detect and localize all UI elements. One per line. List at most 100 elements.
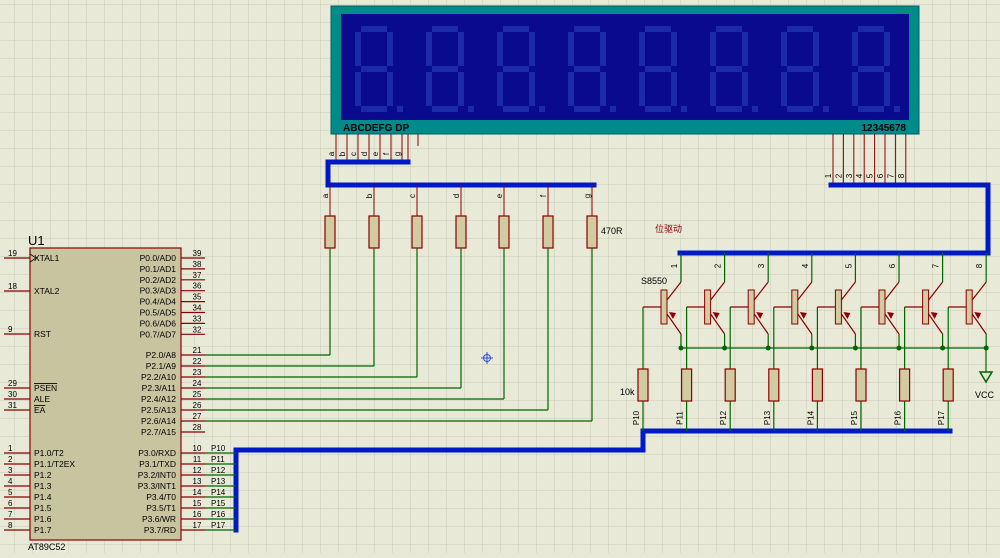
transistor-emitter: [971, 281, 987, 301]
collector-label: 6: [888, 263, 897, 268]
pnp-transistor-icon: [834, 289, 842, 325]
resistor-icon: [768, 368, 780, 402]
pnp-transistor-icon: [965, 289, 973, 325]
chip-pin-number: 8: [8, 521, 13, 530]
chip-pin-name: P1.1/T2EX: [34, 459, 75, 469]
display-segment: [600, 32, 606, 66]
display-segment: [884, 72, 890, 106]
display-segment: [361, 66, 387, 72]
display-digit: [639, 26, 687, 112]
chip-pin-number: 10: [193, 444, 202, 453]
display-segment: [529, 72, 535, 106]
display-segment: [600, 72, 606, 106]
display-dot: [752, 106, 758, 112]
clock-pin-icon: [29, 253, 37, 263]
chip-pin-name: P2.1/A9: [146, 361, 177, 371]
segment-pin-name: e: [371, 151, 380, 156]
display-segment: [710, 72, 716, 106]
resistor-icon: [855, 368, 867, 402]
base-net-label: P10: [632, 410, 641, 425]
segment-net-label: c: [408, 194, 417, 198]
display-segment: [716, 66, 742, 72]
p3-net-label: P16: [211, 510, 226, 519]
display-segment: [884, 32, 890, 66]
power-label: VCC: [975, 390, 995, 400]
segment-net-label: f: [539, 194, 548, 197]
digit-pin-name: 7: [886, 173, 895, 178]
chip-pin-number: 9: [8, 325, 13, 334]
segment-pin-name: f: [382, 152, 391, 155]
chip-pin-number: 11: [193, 455, 202, 464]
chip-pin-number: 15: [193, 499, 202, 508]
display-digit: [781, 26, 829, 112]
digit-pin-name: 4: [855, 173, 864, 178]
transistor-arrow: [756, 312, 764, 319]
collector-label: 5: [844, 263, 853, 268]
transistor-collector: [928, 313, 944, 335]
chip-pin-name: P3.2/INT0: [138, 470, 177, 480]
chip-pin-name: P0.7/AD7: [140, 329, 177, 339]
chip-pin-number: 19: [8, 249, 17, 258]
resistor-icon: [811, 368, 824, 402]
chip-pin-name: P1.5: [34, 503, 52, 513]
transistor-emitter: [928, 281, 944, 301]
segment-pin-label: ABCDEFG DP: [343, 123, 409, 134]
transistor-arrow: [712, 312, 720, 319]
transistor-arrow: [887, 312, 894, 319]
display-segment: [813, 72, 819, 106]
resistor-icon: [498, 215, 510, 249]
chip-pin-name: P3.0/RXD: [138, 448, 176, 458]
digit-pin-name: 5: [866, 173, 875, 178]
display-segment: [568, 32, 574, 66]
resistor-icon: [542, 215, 554, 249]
display-segment: [458, 72, 464, 106]
transistor-emitter: [884, 281, 900, 301]
segment-net-label: g: [583, 194, 592, 198]
pnp-transistor-icon: [791, 289, 799, 325]
chip-pin-number: 28: [193, 423, 202, 432]
chip-pin-number: 30: [8, 390, 17, 399]
chip-pin-name: P0.4/AD4: [140, 297, 177, 307]
chip-pin-name: PSEN: [34, 383, 57, 393]
seven-segment-display[interactable]: ABCDEFG DP 12345678: [330, 5, 920, 135]
chip-pin-number: 1: [8, 444, 13, 453]
display-segment: [387, 72, 393, 106]
chip-pin-name: EA: [34, 405, 46, 415]
p3-net-label: P10: [211, 444, 226, 453]
p3-bus: [233, 428, 953, 533]
display-digit: [852, 26, 900, 112]
display-digit: [426, 26, 474, 112]
display-segment: [787, 106, 813, 112]
chip-pin-number: 4: [8, 477, 13, 486]
vcc-rail: [680, 347, 987, 372]
display-segment: [645, 26, 671, 32]
transistor-emitter: [710, 281, 726, 301]
digit-pin-label: 12345678: [862, 123, 907, 134]
crosshair-cursor-icon: [481, 352, 493, 364]
display-segment: [574, 26, 600, 32]
segment-net-label: e: [495, 193, 504, 198]
display-digit: [568, 26, 616, 112]
resistor-icon: [680, 368, 693, 402]
chip-pin-number: 6: [8, 499, 13, 508]
chip-pin-name: P0.1/AD1: [140, 264, 177, 274]
segment-pin-name: c: [349, 152, 358, 156]
resistor-icon: [724, 368, 736, 402]
chip-pin-name: XTAL1: [34, 253, 60, 263]
chip-pin-name: P2.5/A13: [141, 405, 176, 415]
resistor-icon: [324, 215, 336, 249]
display-segment: [458, 32, 464, 66]
chip-pin-name: ALE: [34, 394, 50, 404]
chip-pin-name: P3.3/INT1: [138, 481, 177, 491]
display-segment: [497, 32, 503, 66]
display-segment: [574, 106, 600, 112]
display-segment: [503, 106, 529, 112]
